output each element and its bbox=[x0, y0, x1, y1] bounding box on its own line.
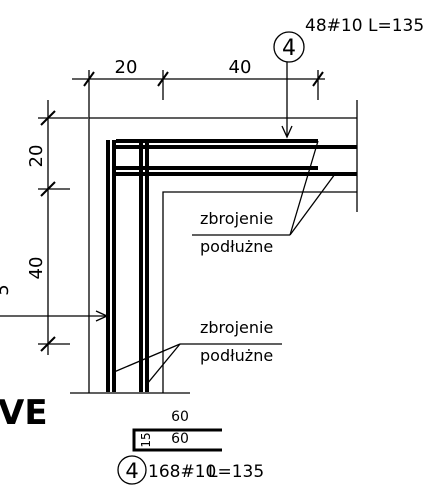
bar-shape-leg-bottom: 60 bbox=[171, 431, 189, 447]
top-mark-length: L=135 bbox=[368, 16, 424, 36]
rebar-lower-label-line1: zbrojenie bbox=[200, 318, 273, 337]
top-mark-number: 4 bbox=[282, 36, 296, 61]
top-mark-circle bbox=[273, 31, 305, 63]
rebar-upper-label-line1: zbrojenie bbox=[200, 209, 273, 228]
dim-left-cut-label: 5 bbox=[0, 284, 13, 295]
dim-horizontal-tick-1 bbox=[83, 71, 95, 87]
top-mark-arrowhead bbox=[281, 125, 293, 139]
bottom-mark-spec: 168#10 bbox=[148, 462, 216, 482]
bottom-mark-length: L=135 bbox=[208, 462, 264, 482]
bar-shape-hook: 15 bbox=[139, 432, 153, 447]
rebar-lower-leader-2 bbox=[146, 343, 181, 385]
concrete-outline-outer bbox=[88, 117, 357, 393]
rebar-upper-leader-1 bbox=[289, 140, 319, 236]
rebar-upper-label-line2: podłużne bbox=[200, 237, 273, 256]
dim-vertical-bottom-label: 40 bbox=[26, 257, 47, 280]
rebar-upper-leader-2 bbox=[289, 173, 336, 236]
section-title-fragment: VE bbox=[0, 393, 48, 433]
dim-vertical-top-label: 20 bbox=[26, 145, 47, 168]
dim-vertical-tick-1 bbox=[40, 110, 56, 126]
dim-horizontal-left-label: 20 bbox=[115, 57, 138, 78]
dim-horizontal-tick-3 bbox=[312, 71, 324, 87]
bottom-mark-circle bbox=[117, 455, 147, 485]
rebar-lower-leader-1 bbox=[113, 343, 181, 373]
concrete-outline-inner bbox=[162, 191, 357, 393]
dim-horizontal-tick-2 bbox=[157, 71, 169, 87]
dim-vertical-tick-3 bbox=[40, 336, 56, 352]
top-mark-spec: 48#10 bbox=[305, 16, 363, 36]
dim-vertical-tick-2 bbox=[40, 181, 56, 197]
bar-shape-leg-top: 60 bbox=[171, 409, 189, 425]
bottom-mark-number: 4 bbox=[125, 459, 138, 483]
dim-horizontal-right-label: 40 bbox=[229, 57, 252, 78]
bar-shape-outline bbox=[132, 428, 222, 452]
rebar-lower-label-line2: podłużne bbox=[200, 346, 273, 365]
